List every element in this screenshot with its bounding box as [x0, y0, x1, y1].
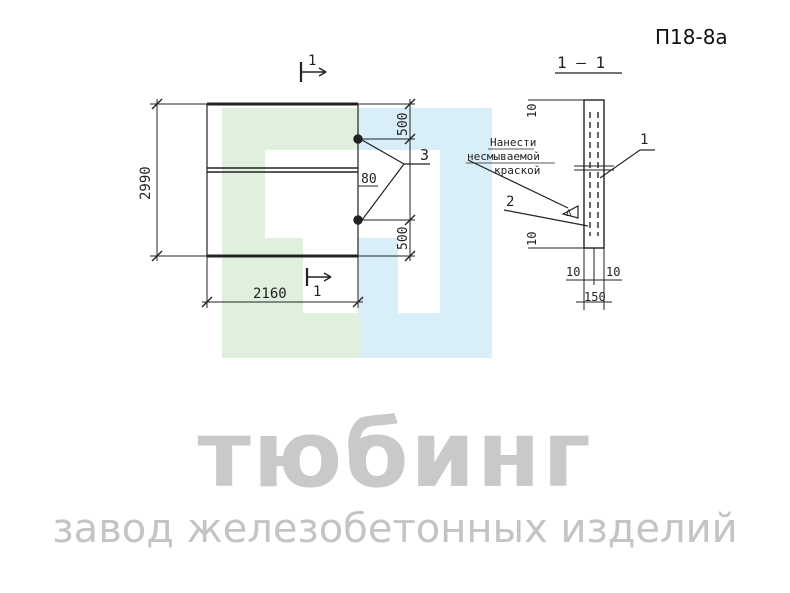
logo-cutout-right: [398, 238, 440, 313]
section-marker-top: [299, 62, 327, 82]
note-line-3: краской: [494, 164, 540, 177]
section-marker-top-label: 1: [308, 53, 316, 69]
section-view: [528, 99, 622, 310]
dim-width-label: 2160: [253, 286, 287, 302]
note-leader: [467, 159, 579, 219]
note-line-1: Нанести: [490, 136, 536, 149]
dim-thickness: 150: [584, 290, 606, 304]
dim-10-top: 10: [525, 104, 539, 118]
dimension-loops: [358, 98, 416, 262]
watermark-brand: тюбинг: [197, 401, 593, 508]
section-title: 1 – 1: [557, 53, 605, 72]
dim-height-label: 2990: [138, 166, 154, 200]
panel-front-view: [206, 102, 363, 258]
dim-10-left: 10: [566, 265, 580, 279]
section-marker-bottom-label: 1: [313, 284, 321, 300]
dim-bottom-500: 500: [396, 227, 411, 250]
dim-mid-80: 80: [361, 172, 377, 187]
logo-cutout-left: [303, 188, 358, 313]
dimension-height: [150, 98, 207, 262]
callout-1-leader: [599, 149, 655, 179]
dim-top-500: 500: [396, 113, 411, 136]
callout-1-label: 1: [640, 132, 648, 148]
triangle-marker: Δ: [566, 209, 572, 219]
watermark-tagline: завод железобетонных изделий: [52, 506, 738, 552]
note-line-2: несмываемой: [467, 150, 540, 163]
callout-3-label: 3: [420, 146, 429, 164]
drawing-code: П18-8а: [655, 25, 728, 49]
section-marker-bottom: [305, 268, 332, 286]
callout-3-leaders: [361, 139, 430, 221]
dimension-width: [201, 256, 364, 308]
callout-2-leader: [503, 209, 589, 227]
dim-10-bottom: 10: [525, 232, 539, 246]
dim-10-right: 10: [606, 265, 620, 279]
callout-2-label: 2: [506, 194, 514, 210]
